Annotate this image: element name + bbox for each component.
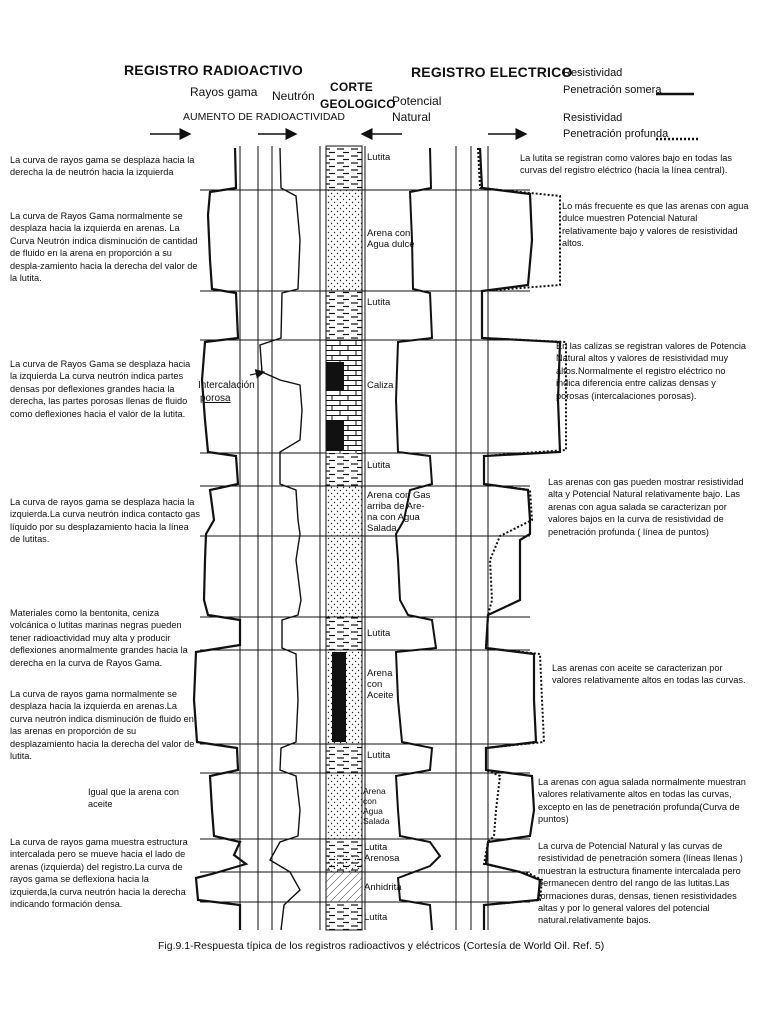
gamma-ray-curve bbox=[192, 147, 249, 930]
lith-label-9: Lutita bbox=[367, 750, 391, 761]
neutron-curve bbox=[259, 147, 303, 931]
figure-caption: Fig.9.1-Respuesta típica de los registro… bbox=[158, 940, 605, 952]
lith-label-1: Lutita bbox=[367, 152, 391, 163]
increase-radioactivity-label: AUMENTO DE RADIOACTIVIDAD bbox=[183, 111, 345, 123]
lith-shale-3 bbox=[326, 453, 362, 486]
header-arrows bbox=[150, 92, 700, 141]
lith-sand-freshwater bbox=[326, 190, 362, 291]
left-note-3: La curva de Rayos Gama se desplaza hacia… bbox=[10, 359, 191, 419]
lith-label-12: Anhidrita bbox=[364, 882, 402, 893]
intercalation-label-2: porosa bbox=[200, 393, 231, 404]
radioactive-log-title: REGISTRO RADIOACTIVO bbox=[124, 62, 304, 78]
lith-label-10: Arena con Agua Salada bbox=[363, 786, 390, 826]
intercalation-label-1: Intercalación bbox=[198, 380, 255, 391]
gamma-ray-label: Rayos gama bbox=[190, 85, 258, 99]
right-note-7: La curva de Potencial Natural y las curv… bbox=[538, 841, 743, 926]
left-note-7: Igual que la arena con aceite bbox=[88, 787, 179, 810]
lithology-column bbox=[325, 145, 363, 931]
left-note-2: La curva de Rayos Gama normalmente se de… bbox=[10, 211, 198, 284]
lith-label-2: Arena con Agua dulce bbox=[367, 228, 415, 250]
legend-shallow-2: Penetración somera bbox=[563, 84, 662, 96]
corte-label-1: CORTE bbox=[330, 80, 373, 94]
intercalation-arrow bbox=[249, 369, 266, 379]
left-note-5: Materiales como la bentonita, ceniza vol… bbox=[10, 608, 188, 668]
left-note-6: La curva de rayos gama normalmente se de… bbox=[10, 689, 195, 762]
lith-oil-band bbox=[332, 652, 346, 742]
lith-label-6: Arena con Gas arriba de Are- na con Agua… bbox=[367, 490, 431, 534]
lith-label-11: Lutita Arenosa bbox=[364, 842, 400, 864]
lith-label-4: Caliza bbox=[367, 380, 394, 391]
right-note-5: Las arenas con aceite se caracterizan po… bbox=[552, 663, 746, 686]
lith-shale-6 bbox=[326, 902, 362, 930]
right-note-2: Lo más frecuente es que las arenas con a… bbox=[562, 201, 749, 249]
right-note-1: La lutita se registran como valores bajo… bbox=[520, 153, 732, 176]
lith-label-5: Lutita bbox=[367, 460, 391, 471]
lith-shale-2 bbox=[326, 291, 362, 340]
lith-label-7: Lutita bbox=[367, 628, 391, 639]
left-note-8: La curva de rayos gama muestra estructur… bbox=[10, 837, 188, 910]
curves bbox=[192, 147, 567, 931]
lith-label-13: Lutita bbox=[364, 912, 388, 923]
formation-boundaries bbox=[200, 189, 530, 903]
right-note-4: Las arenas con gas pueden mostrar resist… bbox=[548, 477, 744, 537]
lith-label-8: Arena con Aceite bbox=[367, 668, 394, 701]
deep-resistivity-curve bbox=[477, 147, 567, 930]
neutron-label: Neutrón bbox=[272, 89, 315, 103]
left-note-1: La curva de rayos gama se desplaza hacia… bbox=[10, 155, 195, 178]
lith-sand-gas-saltwater bbox=[326, 486, 362, 617]
lith-porous-band-2 bbox=[326, 420, 344, 450]
lith-shale-5 bbox=[326, 744, 362, 773]
lith-shale-1 bbox=[326, 146, 362, 190]
lith-porous-band-1 bbox=[326, 362, 344, 390]
legend-deep-2: Penetración profunda bbox=[563, 128, 669, 140]
electric-log-title: REGISTRO ELECTRICO bbox=[411, 64, 573, 80]
legend-deep-1: Resistividad bbox=[563, 112, 623, 124]
lith-anhydrite bbox=[326, 872, 362, 902]
lith-label-3: Lutita bbox=[367, 297, 391, 308]
right-note-6: La arenas con agua salada normalmente mu… bbox=[538, 777, 746, 825]
legend-shallow-1: Resistividad bbox=[563, 67, 623, 79]
lith-shale-4 bbox=[326, 617, 362, 650]
sp-curve bbox=[394, 147, 442, 931]
corte-label-2: GEOLOGICO bbox=[320, 97, 396, 111]
lith-sand-saltwater bbox=[326, 773, 362, 839]
lith-sandy-shale-b bbox=[326, 856, 362, 872]
sp-label-1: Potencial bbox=[392, 94, 442, 108]
track-lines bbox=[239, 146, 489, 930]
sp-label-2: Natural bbox=[392, 110, 431, 124]
right-note-3: En las calizas se registran valores de P… bbox=[556, 341, 746, 401]
left-note-4: La curva de rayos gama se desplaza hacia… bbox=[10, 497, 200, 545]
